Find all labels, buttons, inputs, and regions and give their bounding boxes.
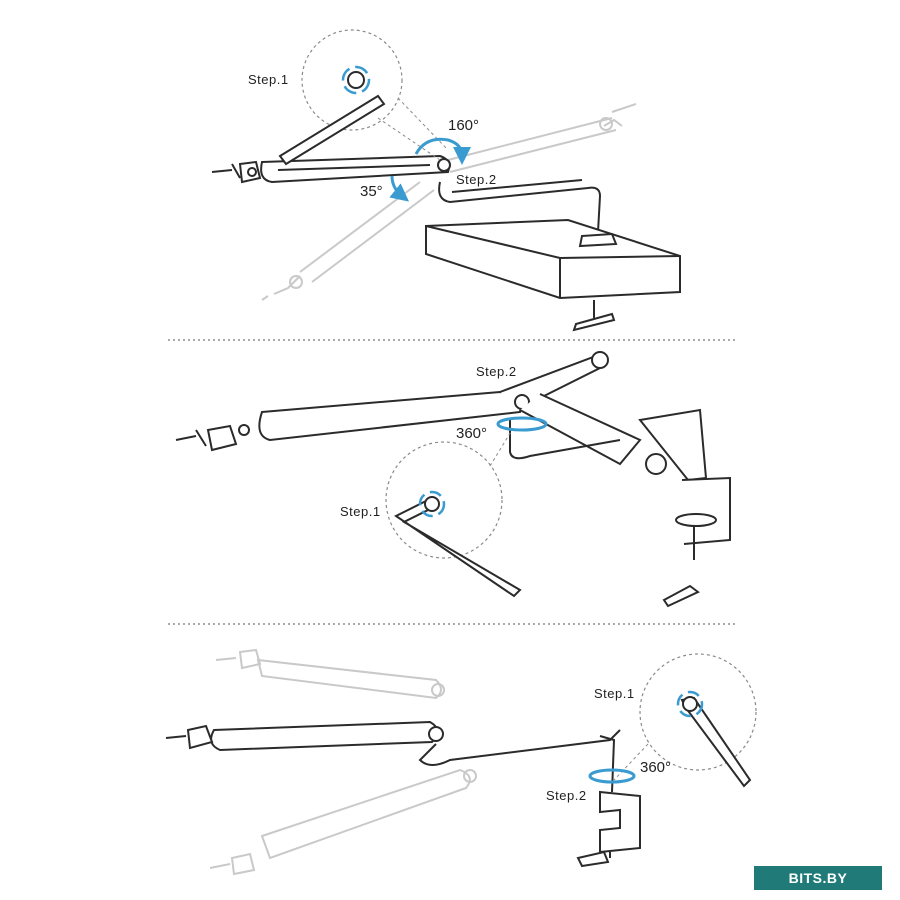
angle-360-label: 360°: [640, 759, 671, 776]
zoom-connector: [377, 97, 449, 161]
main-arm: [210, 720, 621, 793]
step2-label: Step.2: [456, 172, 497, 187]
desk-clamp: [662, 476, 731, 608]
step1-label: Step.1: [340, 504, 381, 519]
angle-35-label: 35°: [360, 183, 383, 200]
ghost-arm-raised: [215, 648, 445, 700]
screw-head: [424, 496, 440, 512]
ghost-arm-raised: [447, 103, 637, 173]
hex-key: [278, 94, 386, 166]
zoom-circle-2: [385, 441, 503, 559]
step1-label: Step.1: [248, 72, 289, 87]
panel-1: Step.1 Step.2 160° 35°: [211, 29, 681, 332]
step2-label: Step.2: [546, 788, 587, 803]
step2-label: Step.2: [476, 364, 517, 379]
rotation-arrow-160: [414, 137, 471, 165]
watermark-badge: BITS.BY: [754, 866, 882, 890]
desk-block: [425, 218, 681, 332]
main-arm: [260, 154, 602, 233]
angle-360-label: 360°: [456, 425, 487, 442]
rotation-arrow-360: [496, 416, 548, 432]
rotation-arrow-screw: [676, 690, 704, 718]
zoom-connector: [489, 429, 513, 467]
zoom-connector: [613, 743, 649, 781]
screw-head: [347, 71, 365, 89]
mic-mount: [175, 424, 250, 452]
rotation-arrow-screw: [418, 490, 446, 518]
mic-mount: [211, 160, 262, 184]
ghost-arm-lowered: [209, 768, 477, 876]
main-arm: [258, 351, 708, 482]
angle-160-label: 160°: [448, 117, 479, 134]
ghost-arm-lowered: [261, 181, 435, 301]
rotation-arrow-screw: [341, 65, 371, 95]
screw-head: [682, 696, 698, 712]
desk-clamp: [576, 790, 641, 868]
panel-3: Step.1 Step.2 360°: [165, 648, 757, 876]
rotation-arrow-35: [389, 175, 410, 202]
rotation-arrow-360: [588, 768, 636, 784]
mic-mount: [165, 724, 214, 750]
step1-label: Step.1: [594, 686, 635, 701]
panel-2: Step.2 Step.1 360°: [175, 351, 731, 608]
